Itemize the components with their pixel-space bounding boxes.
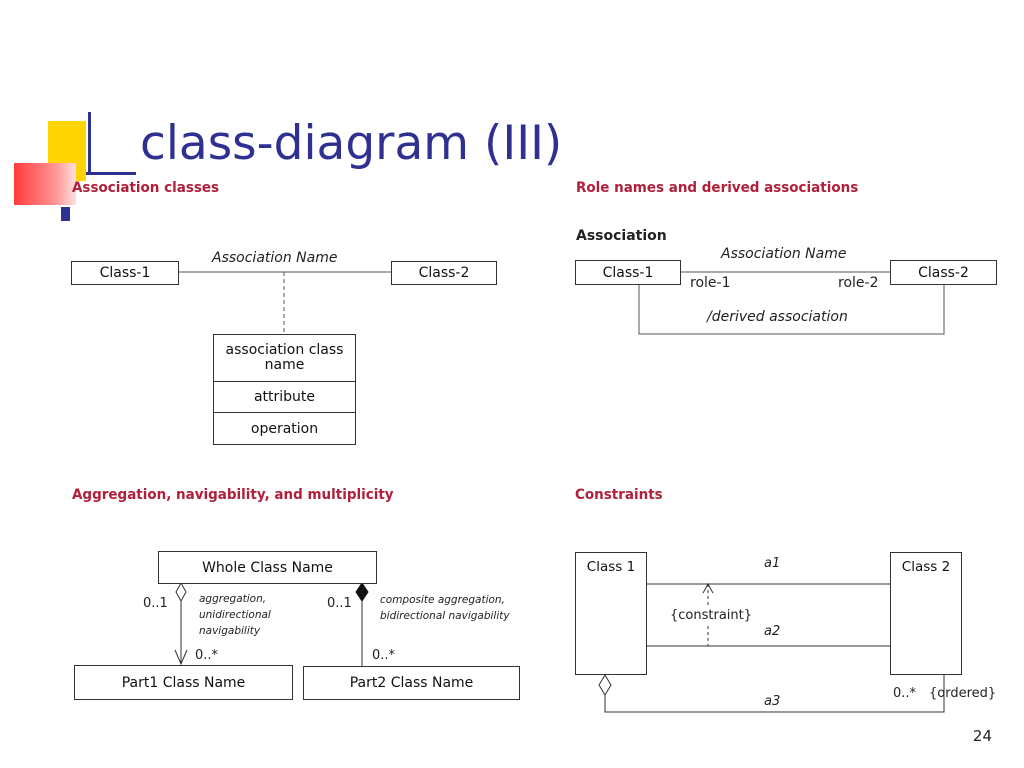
mult-right-bottom: 0..* (372, 648, 396, 663)
note-aggregation-3: navigability (199, 625, 261, 637)
part1-class-box: Part1 Class Name (74, 665, 293, 700)
mult-0-many-label: 0..* (893, 686, 917, 701)
whole-class-box: Whole Class Name (158, 551, 377, 584)
role-class-2-box: Class-2 (890, 260, 997, 285)
constraint-class-1-box: Class 1 (575, 552, 647, 675)
mult-left-top: 0..1 (143, 596, 168, 611)
deco-blue-line-v (88, 112, 91, 174)
role-association-name-label: Association Name (721, 246, 847, 262)
deco-red-gradient (14, 163, 76, 205)
a2-label: a2 (764, 624, 781, 639)
slide-title: class-diagram (III) (140, 116, 563, 171)
deco-blue-square (61, 207, 70, 221)
page-number: 24 (972, 727, 992, 745)
role-1-label: role-1 (690, 275, 731, 291)
mult-left-bottom: 0..* (195, 648, 219, 663)
association-name-label: Association Name (212, 250, 338, 266)
note-aggregation-2: unidirectional (199, 609, 271, 621)
note-composite-2: bidirectional navigability (380, 610, 510, 622)
part2-class-box: Part2 Class Name (303, 666, 520, 700)
class-2-box: Class-2 (391, 261, 497, 285)
a3-label: a3 (764, 694, 781, 709)
a1-label: a1 (764, 556, 781, 571)
heading-association-classes: Association classes (72, 180, 220, 196)
heading-role-names: Role names and derived associations (576, 180, 859, 196)
subheading-association: Association (576, 228, 667, 244)
role-class-1-box: Class-1 (575, 260, 681, 285)
constraint-label: {constraint} (670, 608, 753, 623)
class-1-box: Class-1 (71, 261, 179, 285)
note-aggregation-1: aggregation, (199, 593, 267, 605)
operation-box: operation (213, 412, 356, 445)
role-2-label: role-2 (838, 275, 879, 291)
heading-aggregation: Aggregation, navigability, and multiplic… (72, 487, 394, 503)
association-class-name-box: association class name (213, 334, 356, 382)
attribute-box: attribute (213, 381, 356, 413)
heading-constraints: Constraints (575, 487, 663, 503)
derived-association-label: /derived association (707, 309, 848, 325)
note-composite-1: composite aggregation, (380, 594, 505, 606)
mult-right-top: 0..1 (327, 596, 352, 611)
deco-blue-line-h (86, 172, 136, 175)
constraint-class-2-box: Class 2 (890, 552, 962, 675)
ordered-label: {ordered} (929, 686, 997, 701)
